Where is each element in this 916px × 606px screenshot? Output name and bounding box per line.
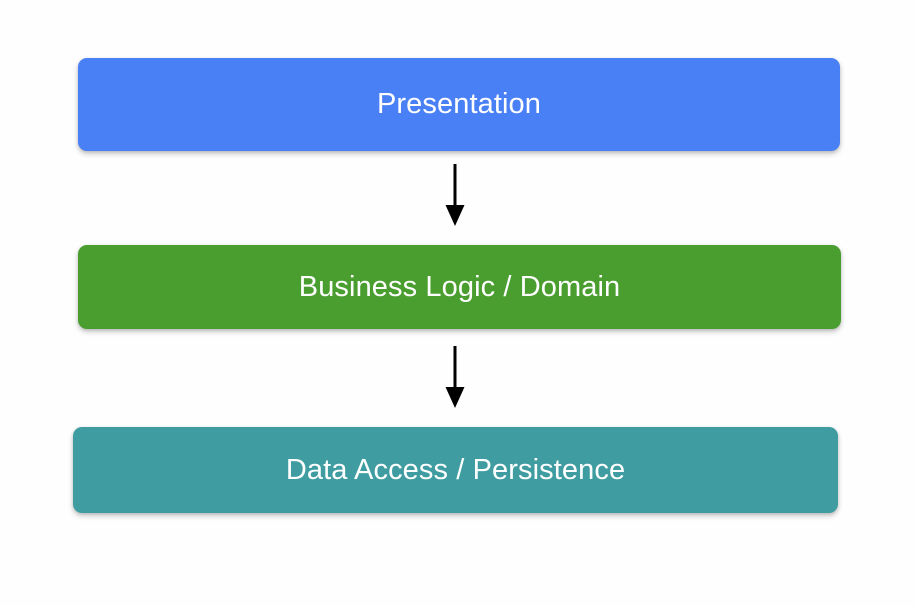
layer-box-business-logic[interactable]: Business Logic / Domain: [78, 245, 841, 329]
layer-box-presentation[interactable]: Presentation: [78, 58, 840, 151]
layer-label-presentation: Presentation: [376, 88, 542, 120]
layer-label-business-logic: Business Logic / Domain: [298, 270, 621, 303]
layer-label-data-access: Data Access / Persistence: [285, 453, 626, 486]
arrow-presentation-to-business-logic: [445, 164, 465, 226]
layer-box-data-access[interactable]: Data Access / Persistence: [73, 427, 838, 513]
arrow-business-logic-to-data-access: [445, 346, 465, 408]
